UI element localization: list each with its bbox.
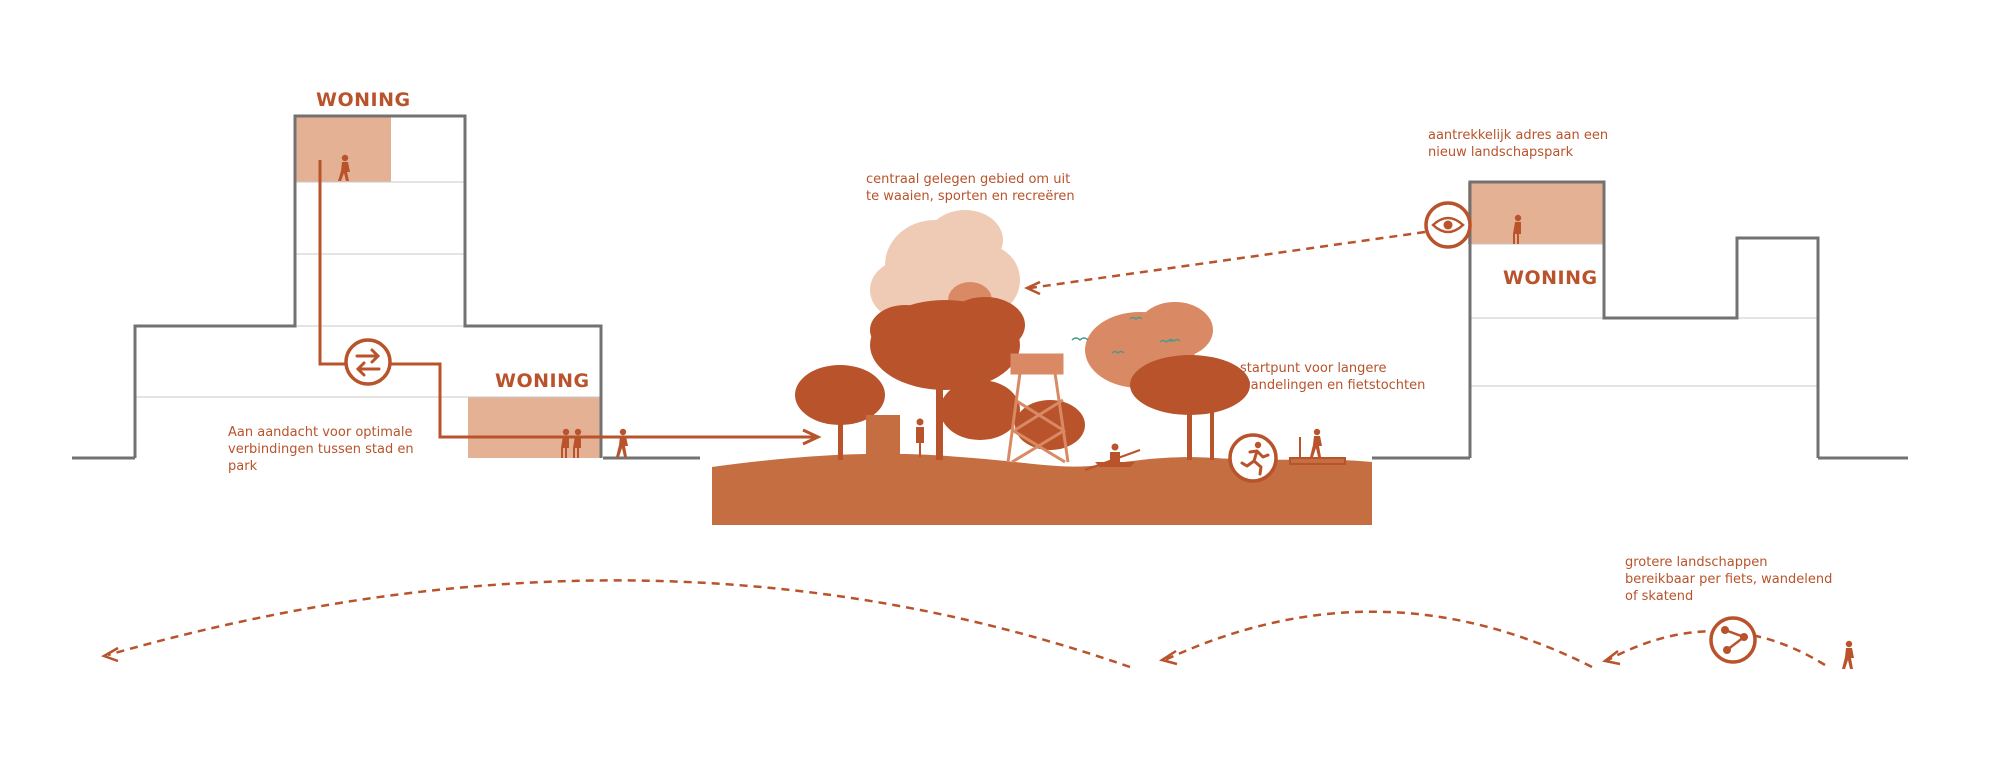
runner-icon [1228,433,1278,483]
landschappen-label: grotere landschappen bereikbaar per fiet… [1625,555,1833,604]
bird-icon [1071,316,1181,355]
left-building-outline [133,114,603,458]
connection-line [318,160,815,439]
swap-arrows-icon [344,338,392,386]
landscape-arc-left-arrowhead [101,646,119,663]
adres-label: aantrekkelijk adres aan een nieuw landsc… [1428,128,1609,160]
shelter [866,415,900,459]
woning-highlight-right [1468,182,1604,244]
landscape-arc-middle [1164,610,1593,669]
platform [1289,437,1346,465]
landscape-arc-left [107,579,1131,669]
right-building-outline [1468,180,1820,458]
view-arrowhead [1024,280,1041,296]
tree-canopy-dark [795,297,1250,460]
verbindingen-label: Aan aandacht voor optimale verbindingen … [228,425,414,474]
woning-highlight-bottom [468,397,601,458]
walking-person-icon [1513,214,1522,244]
landscape-arc-right-arrowhead [1602,650,1621,666]
landscape-arc-middle-arrowhead [1158,649,1178,666]
view-dashed-arrow [1029,230,1426,290]
eye-icon [1424,201,1472,249]
lookout-tower [1006,353,1070,464]
walking-person-icon [338,154,628,458]
share-network-icon [1709,616,1757,664]
woning-label-bottom: WONING [495,370,590,392]
right-building-floors [1470,243,1818,387]
startpunt-label: startpunt voor langere wandelingen en fi… [1240,361,1426,393]
park-terrain [712,453,1372,525]
walking-person-icon [1310,428,1322,457]
park-people [916,418,1141,471]
woning-label-top: WONING [316,89,411,111]
walking-person-icon [1842,640,1854,669]
connection-arrowhead [802,428,822,446]
woning-label-right: WONING [1503,267,1598,289]
centraal-label: centraal gelegen gebied om uit te waaien… [866,172,1075,204]
